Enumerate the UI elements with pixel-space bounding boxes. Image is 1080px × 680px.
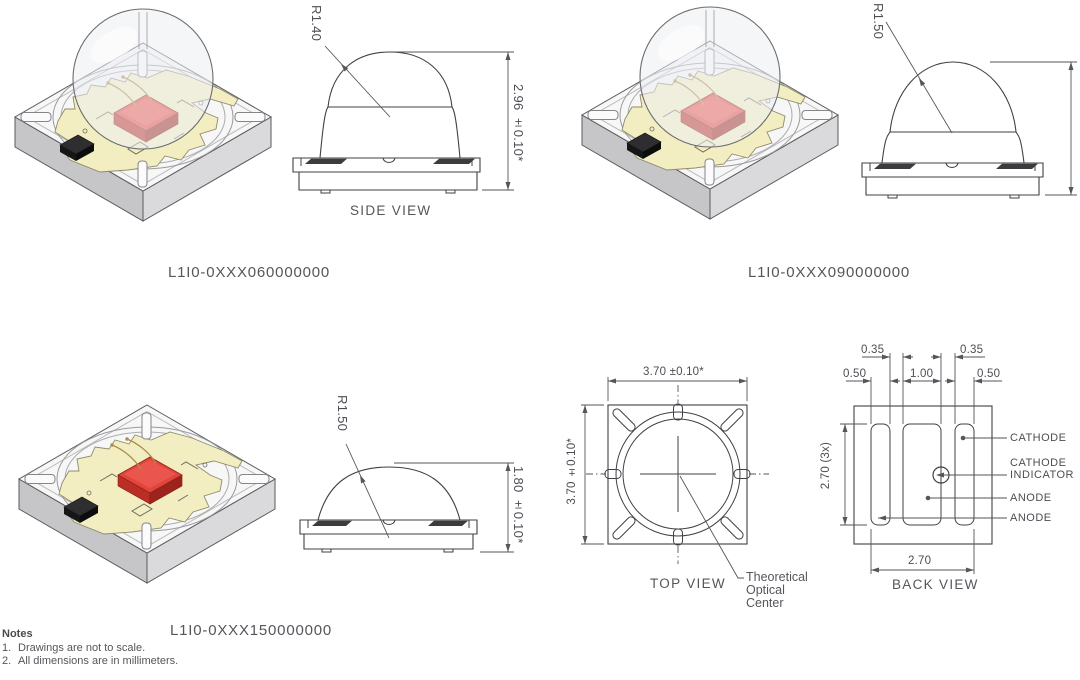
back-view-caption: BACK VIEW bbox=[892, 577, 979, 592]
part-number-090: L1I0-0XXX090000000 bbox=[748, 264, 911, 281]
side-view-1-drawing bbox=[292, 45, 514, 194]
side-view-1-caption: SIDE VIEW bbox=[350, 203, 432, 218]
part-number-060: L1I0-0XXX060000000 bbox=[168, 264, 331, 281]
side-view-1-height-dim: 2.96 ±0.10* bbox=[511, 84, 526, 162]
cathode-indicator-label-line1: CATHODE bbox=[1010, 457, 1067, 469]
note-item-2: 2. All dimensions are in millimeters. bbox=[2, 655, 178, 669]
note-item-2-number: 2. bbox=[2, 655, 12, 667]
notes-block: Notes 1. Drawings are not to scale. 2. All… bbox=[2, 628, 178, 669]
back-view-pad-center-dim: 1.00 bbox=[910, 368, 934, 380]
back-view-gap-left-dim: 0.35 bbox=[861, 344, 885, 356]
anode-label-1: ANODE bbox=[1010, 492, 1052, 504]
part-number-150: L1I0-0XXX150000000 bbox=[170, 622, 333, 639]
top-view-height-dim: 3.70 ±0.10* bbox=[566, 438, 578, 505]
back-view-total-width-dim: 2.70 bbox=[908, 555, 932, 567]
note-item-1: 1. Drawings are not to scale. bbox=[2, 642, 178, 656]
back-view-pad-height-dim: 2.70 (3x) bbox=[820, 442, 832, 490]
back-view-pad-left-dim: 0.50 bbox=[843, 368, 867, 380]
side-view-3-drawing bbox=[299, 443, 514, 553]
cathode-indicator-label-line2: INDICATOR bbox=[1010, 469, 1074, 481]
side-view-3-height-dim: 1.80 ±0.10* bbox=[511, 466, 526, 544]
side-view-3-radius-dim: R1.50 bbox=[335, 395, 350, 432]
back-view-gap-right-dim: 0.35 bbox=[960, 344, 984, 356]
notes-title: Notes bbox=[2, 628, 33, 640]
anode-label-2: ANODE bbox=[1010, 512, 1052, 524]
side-view-2-radius-dim: R1.50 bbox=[871, 3, 886, 40]
note-item-2-text: All dimensions are in millimeters. bbox=[18, 655, 179, 667]
optical-center-label-line1: Theoretical bbox=[746, 570, 808, 584]
optical-center-label-line3: Center bbox=[746, 596, 784, 610]
back-view-pad-right-dim: 0.50 bbox=[977, 368, 1001, 380]
top-view-width-dim: 3.70 ±0.10* bbox=[643, 366, 704, 378]
top-view-drawing bbox=[581, 377, 769, 579]
note-item-1-number: 1. bbox=[2, 641, 12, 654]
note-item-1-text: Drawings are not to scale. bbox=[18, 641, 146, 654]
back-view-drawing bbox=[840, 353, 1007, 574]
side-view-2-drawing bbox=[861, 21, 1077, 199]
cathode-label: CATHODE bbox=[1010, 432, 1067, 444]
top-view-caption: TOP VIEW bbox=[650, 576, 726, 591]
side-view-1-radius-dim: R1.40 bbox=[309, 5, 324, 42]
optical-center-label-line2: Optical bbox=[746, 583, 785, 597]
